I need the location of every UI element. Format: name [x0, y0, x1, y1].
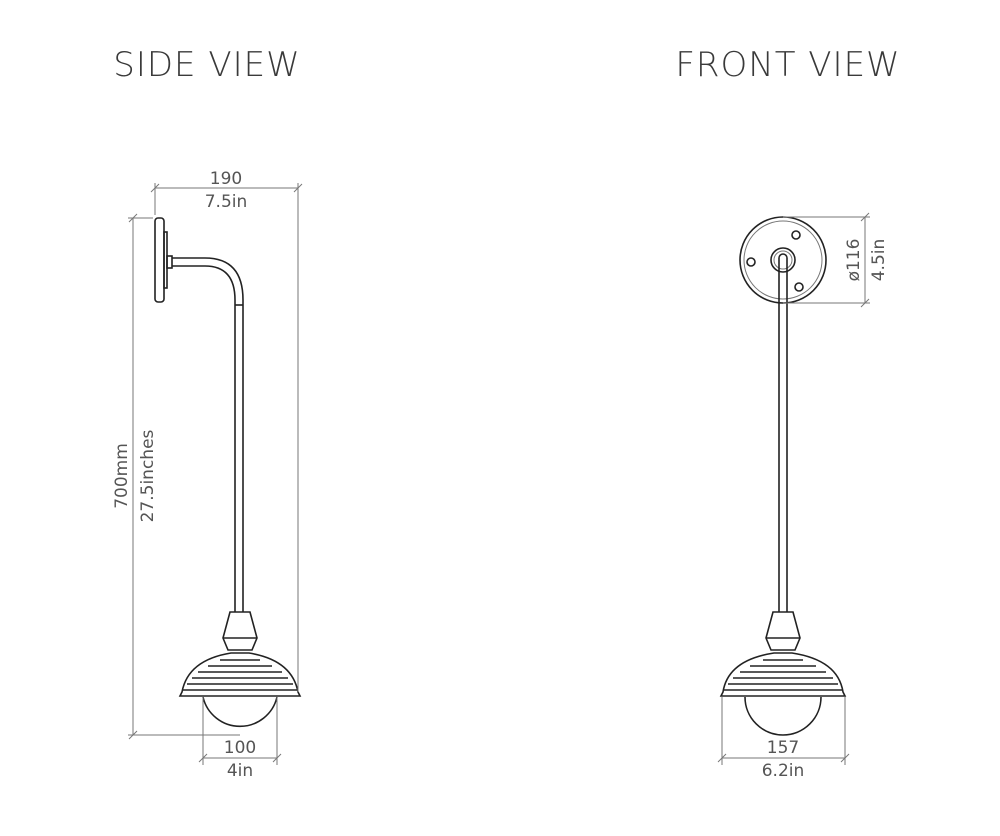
drawing-line — [860, 298, 870, 308]
wall-plate-front — [739, 216, 827, 304]
drawing-line — [860, 212, 870, 222]
ribbed-shade-front — [719, 652, 847, 697]
drawing-line — [840, 753, 850, 763]
drawing-line — [717, 753, 727, 763]
drawing-line — [773, 250, 793, 270]
glass-globe — [202, 696, 278, 728]
arm-mount — [166, 255, 173, 269]
globe-mm-label: 100 — [224, 738, 256, 758]
height-mm-label: 700mm — [112, 443, 132, 509]
arm-outer — [172, 257, 244, 612]
arm-inner — [172, 265, 236, 612]
drawing-line — [128, 213, 138, 223]
shade-in-label: 6.2in — [762, 761, 805, 781]
drawing-line — [183, 659, 297, 691]
drawing-line — [293, 183, 303, 193]
front-view-dimensions: ø116 4.5in 157 6.2in — [717, 212, 889, 781]
drawing-line — [770, 247, 796, 273]
lamp-fitter-front — [765, 611, 801, 651]
globe-in-label: 4in — [227, 761, 253, 781]
ribbed-shade — [178, 652, 302, 697]
drawing-line — [743, 220, 823, 300]
front-view-lamp — [719, 216, 847, 736]
wall-plate-side — [154, 217, 165, 303]
shade-mm-label: 157 — [767, 738, 799, 758]
plate-mm-label: ø116 — [844, 239, 864, 282]
height-in-label: 27.5inches — [138, 429, 158, 522]
width-in-label: 7.5in — [205, 192, 248, 212]
side-view-lamp — [154, 217, 302, 728]
side-view-dimensions: 190 7.5in 700mm 27.5inches 100 4in — [112, 169, 303, 781]
front-view-title: FRONT VIEW — [675, 45, 900, 85]
side-view-title: SIDE VIEW — [113, 45, 300, 85]
screw-hole — [791, 230, 801, 240]
drawing-line — [128, 730, 138, 740]
screw-hole — [794, 282, 804, 292]
screw-hole — [746, 257, 756, 267]
drawing-line — [778, 253, 788, 259]
drawing-line — [272, 753, 282, 763]
width-mm-label: 190 — [210, 169, 242, 189]
lamp-fitter — [222, 611, 258, 651]
plate-in-label: 4.5in — [869, 239, 889, 282]
drawing-line — [150, 183, 160, 193]
drawing-line — [198, 753, 208, 763]
glass-globe-front — [744, 696, 822, 736]
drawing-line — [724, 659, 842, 691]
